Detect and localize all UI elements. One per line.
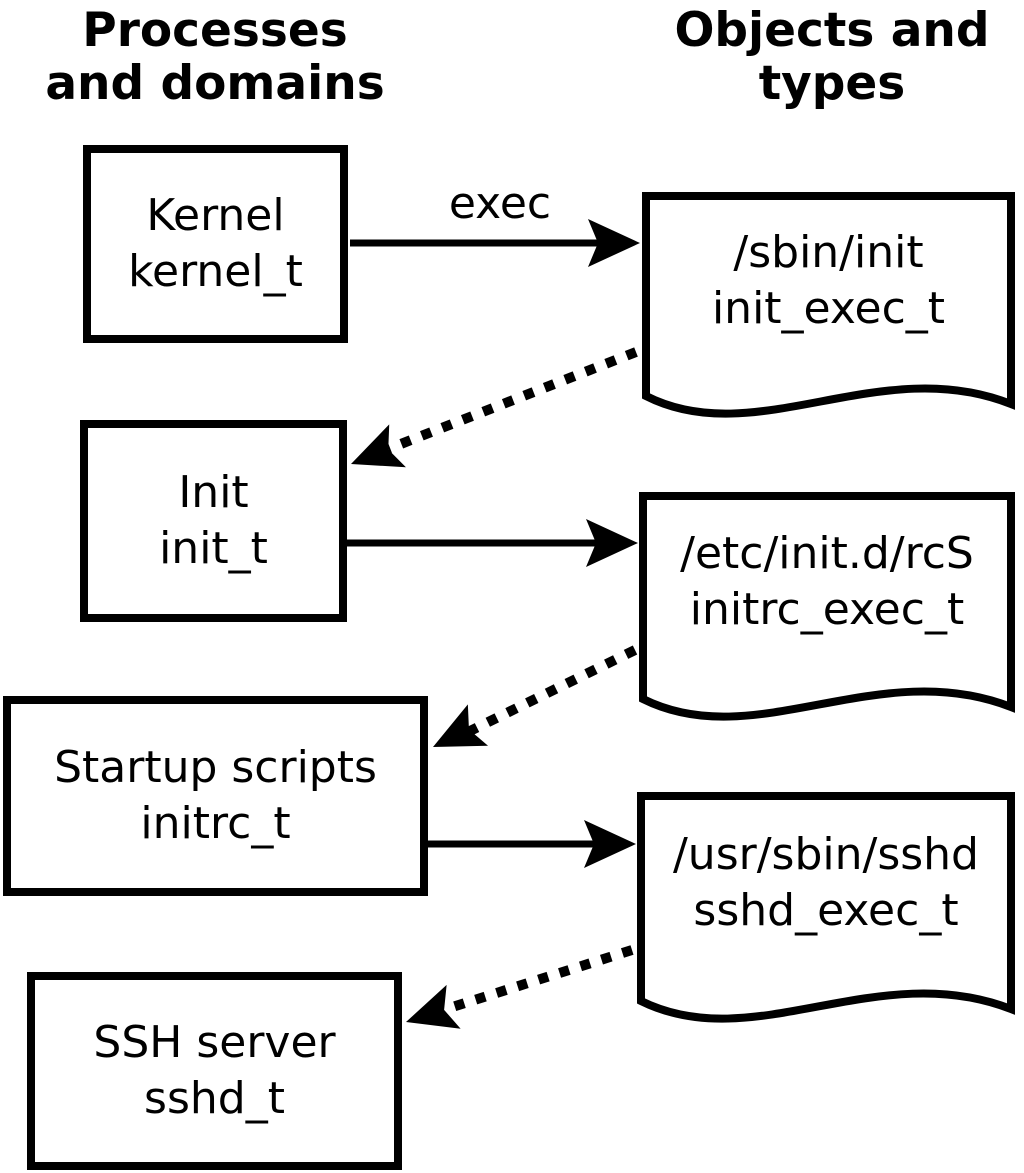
- arrowhead-left-icon: [406, 984, 461, 1029]
- exec-arrow-init-to-rcs: [347, 519, 638, 567]
- process-type: kernel_t: [128, 246, 303, 297]
- process-label-init: Init init_t: [80, 420, 347, 622]
- process-label-kernel: Kernel kernel_t: [83, 145, 348, 343]
- exec-arrow-startup-scripts-to-sshd: [428, 820, 636, 868]
- process-name: Init: [178, 467, 249, 518]
- process-box-init: [80, 420, 347, 622]
- process-type: sshd_t: [144, 1073, 285, 1124]
- process-type: initrc_t: [140, 798, 291, 849]
- process-label-ssh-server: SSH server sshd_t: [27, 972, 402, 1170]
- header-line: types: [758, 56, 906, 111]
- transition-arrow-sshd-to-ssh-server: [406, 945, 634, 1029]
- process-name: SSH server: [93, 1017, 336, 1068]
- header-line: Processes: [82, 3, 348, 58]
- document-shape-sbin-init: [642, 192, 1015, 418]
- arrowhead-right-icon: [586, 519, 638, 567]
- column-header-objects-and-types: Objects and types: [642, 4, 1022, 110]
- document-shape-etc-initd-rcs: [639, 492, 1015, 721]
- object-label-etc-initd-rcs: /etc/init.d/rcS initrc_exec_t: [639, 492, 1015, 676]
- header-line: and domains: [45, 56, 385, 111]
- exec-edge-label: exec: [448, 178, 552, 229]
- process-label-startup-scripts: Startup scripts initrc_t: [3, 696, 428, 896]
- transition-arrow-rcs-to-startup-scripts: [433, 645, 638, 747]
- object-type: init_exec_t: [711, 283, 946, 334]
- object-path: /sbin/init: [733, 227, 924, 278]
- arrowhead-left-icon: [433, 704, 489, 747]
- process-name: Startup scripts: [54, 742, 377, 793]
- process-box-kernel: [83, 145, 348, 343]
- object-path: /usr/sbin/sshd: [672, 829, 979, 880]
- column-header-processes-and-domains: Processes and domains: [25, 4, 405, 110]
- object-path: /etc/init.d/rcS: [680, 528, 974, 579]
- exec-arrow-kernel-to-sbin-init: [350, 219, 640, 267]
- process-name: Kernel: [146, 190, 285, 241]
- header-line: Objects and: [674, 3, 990, 58]
- process-box-startup-scripts: [3, 696, 428, 896]
- object-type: initrc_exec_t: [689, 584, 965, 635]
- arrowhead-left-icon: [351, 424, 406, 468]
- document-shape-usr-sbin-sshd: [637, 792, 1015, 1023]
- process-box-ssh-server: [27, 972, 402, 1170]
- object-label-usr-sbin-sshd: /usr/sbin/sshd sshd_exec_t: [637, 792, 1015, 978]
- process-type: init_t: [159, 523, 268, 574]
- object-label-sbin-init: /sbin/init init_exec_t: [642, 192, 1015, 374]
- transition-arrow-sbin-init-to-init: [351, 347, 638, 468]
- arrowhead-right-icon: [588, 219, 640, 267]
- arrowhead-right-icon: [584, 820, 636, 868]
- object-type: sshd_exec_t: [693, 885, 959, 936]
